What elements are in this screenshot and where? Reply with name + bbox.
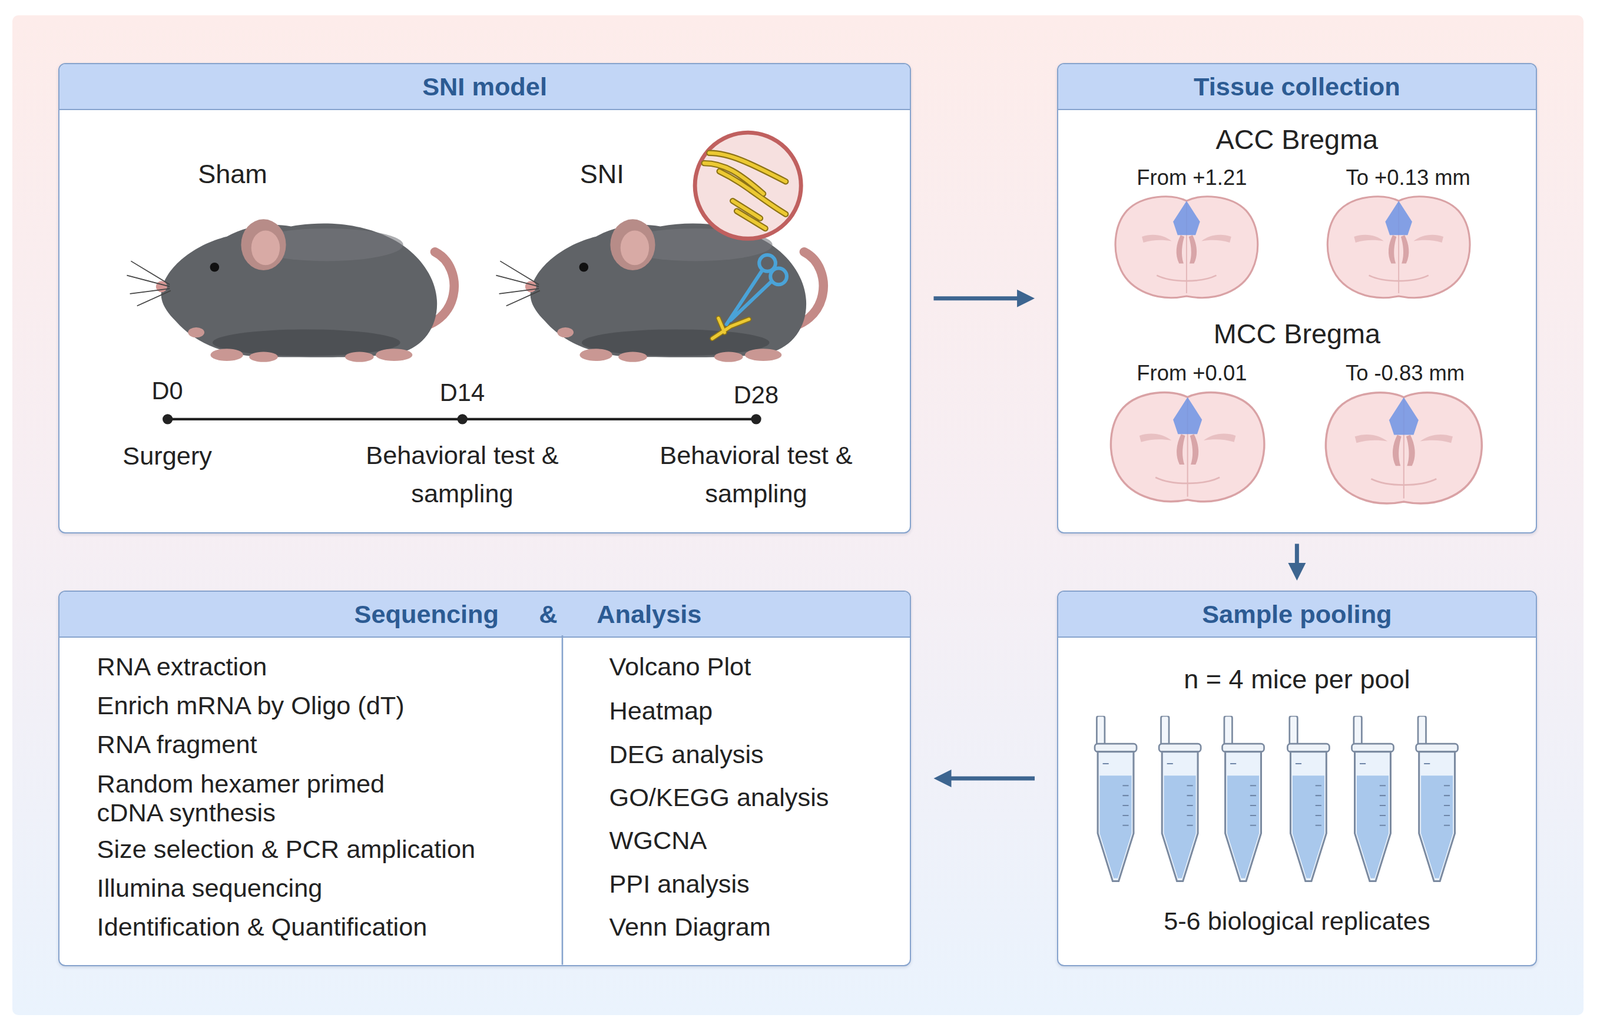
arrow-shaft (933, 296, 1020, 301)
label-text: RNA fragment (97, 729, 258, 761)
label-text: D28 (733, 380, 779, 410)
nerve-outline (704, 153, 787, 229)
label-text: Venn Diagram (608, 912, 771, 943)
arrow-head (1017, 289, 1035, 308)
label-text: Surgery (122, 441, 212, 472)
arrow-head (1287, 562, 1306, 581)
label-text: PPI analysis (608, 869, 750, 900)
timeline-dot (750, 413, 761, 424)
label-text: WGCNA (608, 825, 707, 857)
panel-header: SNI model (59, 64, 911, 111)
arrow-shaft (1294, 544, 1300, 566)
timeline-dot (162, 413, 173, 424)
sample-tube (1222, 716, 1265, 882)
sample-tube (1287, 716, 1330, 882)
inset-circle (694, 132, 801, 239)
panel-title: SNI model (422, 72, 548, 102)
mcc-brain-start (1110, 392, 1264, 502)
label-text: n = 4 mice per pool (1183, 663, 1410, 696)
label-text: To -0.83 mm (1345, 360, 1465, 387)
sni-mouse (495, 219, 824, 362)
panel-header: Sequencing & Analysis (59, 591, 911, 638)
label-text: GO/KEGG analysis (608, 782, 829, 814)
label-text: Volcano Plot (608, 651, 751, 683)
label-text: ACC Bregma (1216, 123, 1378, 157)
label-text: D14 (439, 378, 485, 408)
sample-tube (1416, 716, 1459, 882)
acc-brain-end (1327, 196, 1470, 298)
timeline-dot (457, 413, 468, 424)
label-text: Identification & Quantification (97, 912, 428, 943)
timeline (162, 413, 762, 424)
panel-title: Sequencing & Analysis (354, 600, 702, 629)
flow-arrow (933, 769, 1035, 788)
label-text: From +1.21 (1136, 164, 1247, 191)
label-text: From +0.01 (1136, 360, 1247, 387)
arrow-head (933, 769, 952, 788)
flow-arrow (1287, 544, 1306, 581)
label-text: Behavioral test & sampling (654, 436, 859, 513)
label-text: To +0.13 mm (1346, 164, 1471, 191)
column-divider (561, 635, 564, 965)
sample-tube (1094, 716, 1137, 882)
panel-title: Sample pooling (1201, 600, 1392, 629)
label-text: Sham (197, 158, 268, 191)
nerve (704, 153, 787, 229)
flow-arrow (933, 289, 1035, 308)
label-text: MCC Bregma (1213, 317, 1381, 351)
sham-mouse (126, 219, 455, 362)
sample-tube (1158, 716, 1201, 882)
panel-title: Tissue collection (1193, 72, 1401, 102)
label-text: Behavioral test & sampling (360, 436, 565, 513)
label-text: Illumina sequencing (97, 873, 323, 904)
sample-tube (1351, 716, 1394, 882)
acc-brain-start (1115, 196, 1258, 298)
label-text: Enrich mRNA by Oligo (dT) (97, 690, 405, 722)
label-text: Heatmap (608, 696, 713, 727)
nerve-cut (712, 254, 787, 339)
mcc-brain-end (1325, 392, 1482, 504)
label-text: 5-6 biological replicates (1163, 906, 1430, 937)
label-text: Random hexamer primed cDNA synthesis (97, 769, 435, 827)
nerve-inset (694, 132, 801, 239)
arrow-shaft (948, 776, 1035, 781)
scissors-blade (726, 270, 772, 325)
label-text: DEG analysis (608, 739, 764, 771)
label-text: Size selection & PCR amplication (97, 834, 476, 866)
label-text: RNA extraction (97, 651, 268, 683)
label-text: SNI (580, 158, 625, 191)
panel-header: Tissue collection (1058, 64, 1536, 111)
panel-header: Sample pooling (1058, 591, 1536, 638)
label-text: D0 (151, 376, 184, 406)
